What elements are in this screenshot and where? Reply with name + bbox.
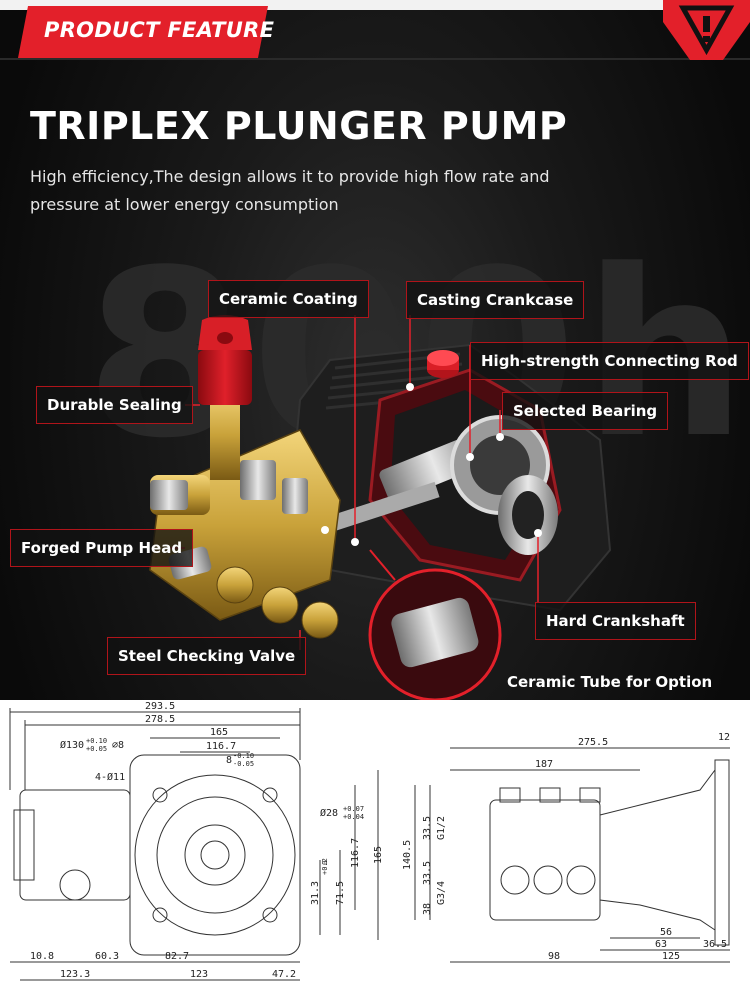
dim-278-5: 278.5 <box>145 714 175 725</box>
unloader-valve <box>198 315 252 480</box>
dim-g-three-quarter: G3/4 <box>436 881 447 905</box>
header-divider <box>0 58 750 60</box>
dim-flange-depth: ⌀8 <box>112 740 124 751</box>
dim-g-half: G1/2 <box>436 816 447 840</box>
dim-71-5: 71.5 <box>335 881 346 905</box>
dim-flange: Ø130 <box>60 739 84 751</box>
dim-123-3: 123.3 <box>60 969 90 980</box>
dim-flange-tol-plus: +0.10 <box>86 737 107 745</box>
dim-140-5: 140.5 <box>402 840 413 870</box>
product-feature-badge-text: PRODUCT FEATURE <box>44 18 275 42</box>
pump-head <box>149 429 341 639</box>
callout-ceramic-tube: Ceramic Tube for Option <box>507 673 713 691</box>
callout-hard-crankshaft: Hard Crankshaft <box>535 602 696 640</box>
dim-125: 125 <box>662 951 680 962</box>
dim-82-7: 82.7 <box>165 951 189 962</box>
dim-123: 123 <box>190 969 208 980</box>
callout-ceramic-coating: Ceramic Coating <box>208 280 369 318</box>
dim-12: 12 <box>718 732 730 743</box>
dimension-drawing: 293.5 278.5 165 116.7 Ø130 +0.10 +0.05 ⌀… <box>9 701 730 981</box>
dim-flange-tol-minus: +0.05 <box>86 745 107 753</box>
callout-steel-checking-valve: Steel Checking Valve <box>107 637 307 675</box>
callout-casting-crankcase: Casting Crankcase <box>406 281 585 319</box>
dim-holes: 4-Ø11 <box>95 771 125 783</box>
dim-31-3: 31.3 <box>310 881 321 905</box>
dim-63: 63 <box>655 939 667 950</box>
dim-165-side: 165 <box>373 846 384 864</box>
dim-shaft-tol-plus: +0.07 <box>343 805 364 813</box>
oil-cap <box>427 350 459 378</box>
dim-116-7-side: 116.7 <box>350 838 361 868</box>
page-title: TRIPLEX PLUNGER PUMP <box>30 104 568 148</box>
dim-shaft: Ø28 <box>320 807 338 819</box>
callout-forged-pump-head: Forged Pump Head <box>10 529 194 567</box>
callout-selected-bearing: Selected Bearing <box>502 392 669 430</box>
dim-key: 8 <box>226 755 232 766</box>
page-subtitle: High efficiency,The design allows it to … <box>30 167 550 214</box>
callout-dots <box>321 383 542 546</box>
dim-31-3-tol-minus: 0 <box>321 861 329 865</box>
dim-187: 187 <box>535 759 553 770</box>
dim-275-5: 275.5 <box>578 737 608 748</box>
dim-47-2: 47.2 <box>272 969 296 980</box>
ceramic-tube-magnifier <box>368 549 502 702</box>
product-feature-badge <box>18 6 268 58</box>
warning-shield-icon <box>663 0 750 60</box>
dim-33-5-a: 33.5 <box>422 816 433 840</box>
dim-key-tol-minus: -0.05 <box>233 760 254 768</box>
dim-56: 56 <box>660 927 672 938</box>
dim-10-8: 10.8 <box>30 951 54 962</box>
crankshaft <box>498 475 558 555</box>
callout-durable-sealing: Durable Sealing <box>36 386 193 424</box>
dim-key-tol-plus: -0.10 <box>233 752 254 760</box>
dim-36-5: 36.5 <box>703 939 727 950</box>
top-strip <box>0 0 750 10</box>
dim-38: 38 <box>422 903 433 915</box>
dim-116-7-top: 116.7 <box>206 741 236 752</box>
technical-drawing-panel: 293.5 278.5 165 116.7 Ø130 +0.10 +0.05 ⌀… <box>0 700 750 1006</box>
dim-165-top: 165 <box>210 727 228 738</box>
dim-293-5: 293.5 <box>145 701 175 712</box>
dim-shaft-tol-minus: +0.04 <box>343 813 364 821</box>
dim-33-5-b: 33.5 <box>422 861 433 885</box>
dim-31-3-tol-plus: +0.2 <box>321 858 329 875</box>
dim-60-3: 60.3 <box>95 951 119 962</box>
callout-connecting-rod: High-strength Connecting Rod <box>470 342 749 380</box>
dim-98: 98 <box>548 951 560 962</box>
